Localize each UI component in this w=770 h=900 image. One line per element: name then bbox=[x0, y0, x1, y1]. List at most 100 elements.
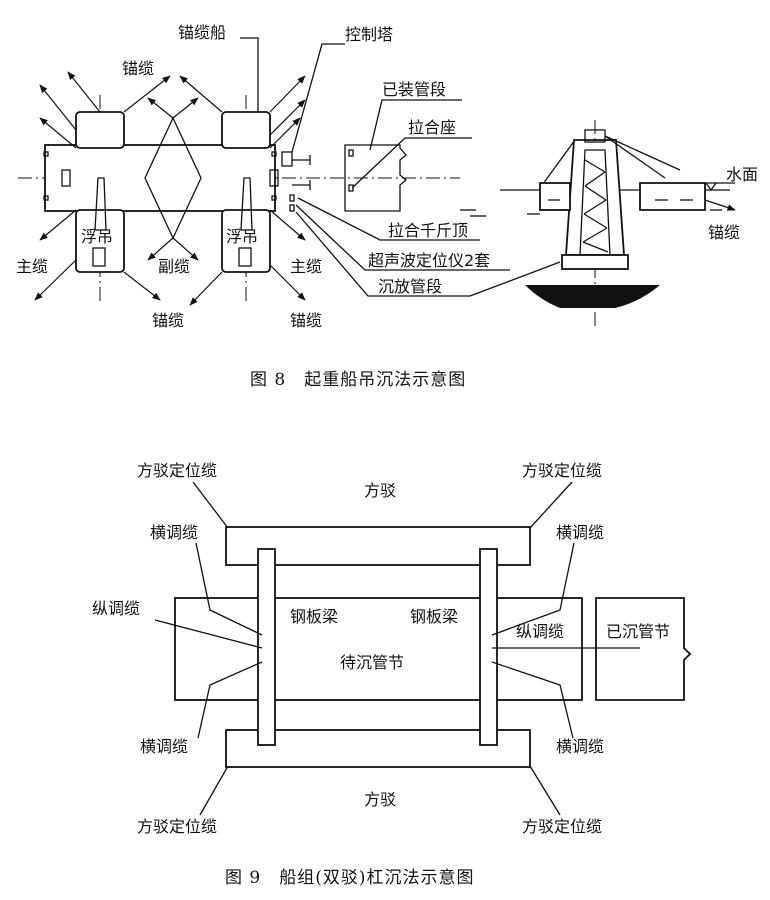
cable-arrow bbox=[147, 97, 174, 119]
end-block-right bbox=[269, 169, 279, 187]
leader-sinking-ext bbox=[469, 261, 561, 297]
label-aux-cable: 副缆 bbox=[158, 257, 190, 276]
sinking-tube-segment bbox=[44, 144, 276, 212]
crane-cabin-right bbox=[238, 247, 252, 267]
mooring-ship-left bbox=[75, 111, 125, 149]
cable-arrow bbox=[172, 237, 199, 261]
anchor-arrow bbox=[34, 259, 77, 301]
label-long-cable-right: 纵调缆 bbox=[516, 622, 564, 641]
boom-line bbox=[604, 135, 666, 179]
label-anchor-cable-bl: 锚缆 bbox=[152, 311, 184, 330]
crane-cabin-left bbox=[92, 247, 106, 267]
leader-mooring-ship bbox=[240, 37, 259, 112]
lattice-bracing bbox=[582, 159, 609, 253]
crane-tower-outline bbox=[565, 139, 625, 256]
label-floating-crane-right: 浮吊 bbox=[226, 227, 258, 246]
leader-lat-bl bbox=[197, 661, 263, 739]
anchor-arrow bbox=[269, 209, 306, 241]
label-lat-cable-br: 横调缆 bbox=[556, 737, 604, 756]
pontoon-right bbox=[639, 182, 706, 211]
anchor-arrow bbox=[189, 271, 223, 306]
crane-jib-left bbox=[94, 177, 107, 231]
label-mooring-ship: 锚缆船 bbox=[178, 23, 226, 42]
leader-long-left bbox=[154, 619, 263, 649]
seabed-trench bbox=[525, 285, 660, 308]
anchor-arrow bbox=[39, 117, 77, 149]
leader-pulling-seat bbox=[351, 137, 472, 189]
label-pulling-seat: 拉合座 bbox=[408, 118, 456, 137]
seat-mark bbox=[348, 149, 354, 157]
label-pos-cable-tl: 方驳定位缆 bbox=[137, 461, 217, 480]
label-lat-cable-bl: 横调缆 bbox=[140, 737, 188, 756]
anchor-arrow bbox=[269, 264, 306, 301]
mooring-ship-right bbox=[221, 111, 271, 149]
anchor-arrow bbox=[269, 117, 301, 149]
leader-pos-bl bbox=[199, 765, 229, 816]
label-installed-segment: 已装管段 bbox=[382, 80, 446, 99]
leader-ultrasonic bbox=[295, 204, 510, 271]
label-lat-cable-tl: 横调缆 bbox=[150, 523, 198, 542]
label-pos-cable-bl: 方驳定位缆 bbox=[137, 817, 217, 836]
jack-mark bbox=[289, 194, 295, 202]
label-water-surface: 水面 bbox=[726, 165, 758, 184]
leader-pos-tr bbox=[529, 481, 573, 529]
label-long-cable-left: 纵调缆 bbox=[92, 599, 140, 618]
anchor-arrow bbox=[67, 71, 101, 113]
label-pos-cable-br: 方驳定位缆 bbox=[522, 817, 602, 836]
pontoon-left bbox=[539, 182, 571, 211]
figure-9-caption: 图 9 船组(双驳)杠沉法示意图 bbox=[225, 868, 474, 888]
label-steel-beam-right: 钢板梁 bbox=[410, 607, 458, 626]
label-pulling-jack: 拉合千斤顶 bbox=[388, 221, 468, 240]
boom-line bbox=[604, 135, 681, 171]
anchor-arrow bbox=[39, 84, 77, 131]
label-anchor-cable-top: 锚缆 bbox=[122, 59, 154, 78]
boom-line bbox=[539, 139, 576, 189]
side-anchor-arrow bbox=[704, 199, 736, 211]
label-anchor-cable-br: 锚缆 bbox=[290, 311, 322, 330]
label-main-cable-right: 主缆 bbox=[290, 257, 322, 276]
leader-lat-tl bbox=[195, 542, 263, 636]
leader-pulling-jack bbox=[297, 197, 480, 241]
cable-arrow bbox=[172, 97, 199, 119]
side-elevation bbox=[460, 120, 736, 330]
seat-mark bbox=[348, 184, 354, 192]
label-main-cable-left: 主缆 bbox=[16, 257, 48, 276]
anchor-arrow bbox=[269, 75, 306, 113]
leader-pos-br bbox=[529, 765, 561, 816]
label-barge-top: 方驳 bbox=[364, 481, 396, 500]
sunk-segment bbox=[595, 597, 692, 701]
steel-beam-right bbox=[479, 548, 498, 746]
label-ultrasonic: 超声波定位仪2套 bbox=[368, 251, 490, 270]
leader-sinking-segment bbox=[295, 211, 470, 297]
anchor-arrow bbox=[269, 99, 306, 136]
control-tower-box bbox=[281, 151, 293, 167]
label-sunk-segment: 已沉管节 bbox=[606, 622, 670, 641]
label-segment-to-sink: 待沉管节 bbox=[340, 653, 404, 672]
figure-9: 方驳 方驳 方驳定位缆 方驳定位缆 方驳定位缆 方驳定位缆 横调缆 横调缆 横调… bbox=[92, 461, 692, 888]
edge-marker bbox=[271, 151, 277, 157]
leader-installed-segment bbox=[369, 99, 462, 151]
floating-crane-left bbox=[75, 209, 125, 273]
label-sinking-segment: 沉放管段 bbox=[378, 277, 442, 296]
label-floating-crane-left: 浮吊 bbox=[81, 227, 113, 246]
label-control-tower: 控制塔 bbox=[345, 25, 393, 44]
end-block-left bbox=[61, 169, 71, 187]
leader-pos-tl bbox=[192, 481, 229, 529]
anchor-arrow bbox=[39, 209, 77, 241]
leader-control-tower bbox=[291, 43, 345, 153]
anchor-arrow bbox=[179, 75, 223, 113]
figure-8-caption: 图 8 起重船吊沉法示意图 bbox=[250, 370, 466, 390]
floating-crane-right bbox=[221, 209, 271, 273]
segment-to-sink bbox=[174, 597, 583, 701]
submerged-segment bbox=[561, 254, 629, 270]
anchor-arrow bbox=[123, 271, 161, 301]
leader-lat-br bbox=[491, 661, 574, 739]
label-anchor-cable-side: 锚缆 bbox=[708, 223, 740, 242]
anchor-arrow bbox=[123, 75, 171, 113]
leader-lat-tr bbox=[491, 542, 575, 636]
cable-arrow bbox=[147, 237, 174, 261]
crane-jib-right bbox=[240, 177, 253, 231]
water-marker bbox=[704, 182, 718, 192]
label-lat-cable-tr: 横调缆 bbox=[556, 523, 604, 542]
